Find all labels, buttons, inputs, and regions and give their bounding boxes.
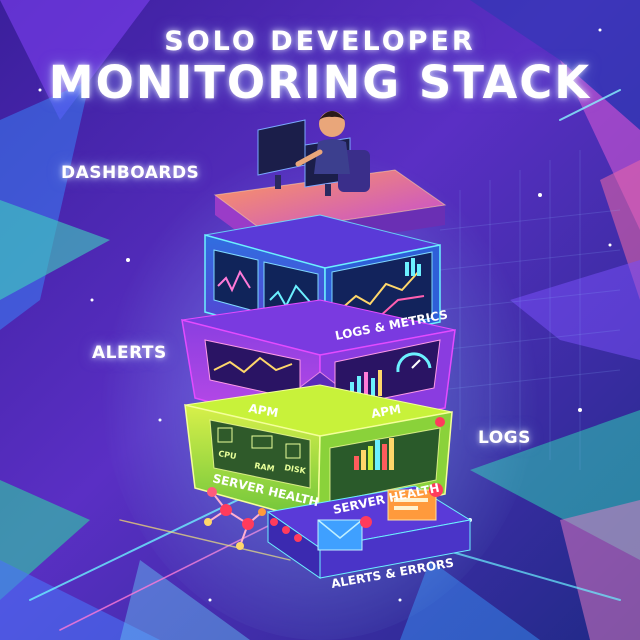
bar-chart-icon [350,370,382,396]
envelope-icon [317,516,372,551]
tier-alerts-errors [266,483,472,579]
line-chart-icon [213,356,293,374]
label-apm-right: APM [370,402,402,421]
alert-icon [387,483,443,521]
side-label-dashboards: DASHBOARDS [61,163,200,183]
side-label-alerts: ALERTS [92,343,167,363]
gauge-icon [396,352,432,373]
label-disk-chip: DISK [284,463,308,476]
developer-person-icon [295,111,370,192]
label-apm-left: APM [247,401,279,420]
node-graph-icon [204,487,266,550]
side-label-logs: LOGS [478,428,531,448]
status-dots [270,518,302,542]
alert-icon [435,417,445,427]
chip-icon [217,427,301,459]
label-ram-chip: RAM [254,461,276,473]
tier-server-health [184,384,453,523]
bar-chart-icon [354,438,394,470]
page-title: MONITORING STACK [48,56,592,109]
label-cpu-chip: CPU [218,449,238,461]
bar-chart-icon [405,258,421,276]
subtitle: SOLO DEVELOPER [164,26,476,57]
